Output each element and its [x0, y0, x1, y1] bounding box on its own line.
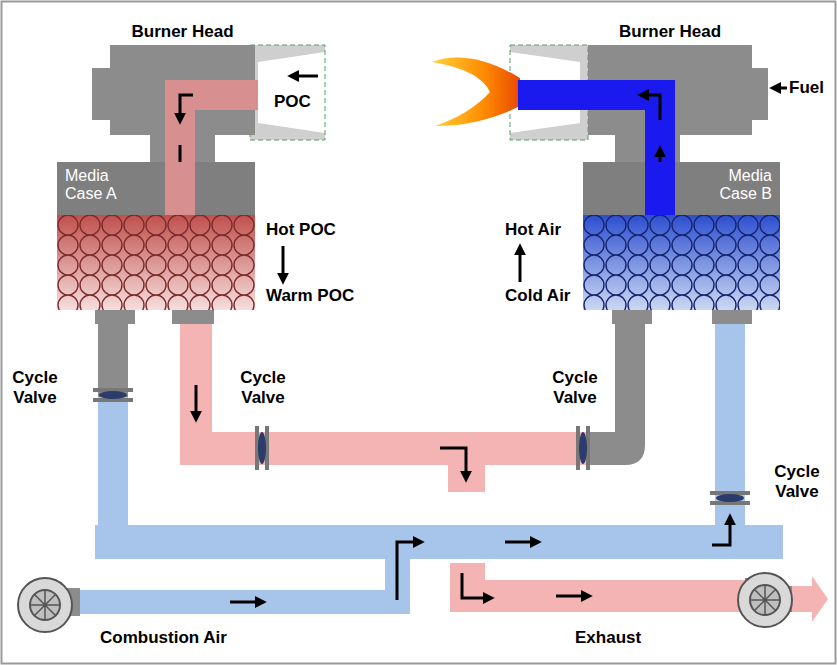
- fuel-label: Fuel: [789, 78, 824, 98]
- burner-head-a-part: [180, 95, 193, 120]
- burner-head-b: [432, 45, 787, 215]
- cycle-valve-symbol-part: [716, 494, 744, 502]
- temperature-label: Warm POC: [266, 286, 354, 306]
- temperature-label: Hot Air: [505, 220, 561, 240]
- burner-head-a-part: [250, 45, 325, 140]
- burner-head-a-part: [250, 45, 325, 140]
- media-case-a-part: [172, 310, 214, 324]
- flow-label: POC: [274, 92, 311, 112]
- piping-part: [180, 324, 588, 492]
- piping-part: [556, 595, 588, 598]
- blower-symbol: [18, 573, 792, 632]
- media-case-b-part: [645, 162, 675, 215]
- burner-head-a-part: [92, 68, 112, 120]
- piping-part: [95, 525, 783, 559]
- piping-part: [462, 573, 490, 598]
- media-case-label: Media Case A: [57, 162, 149, 209]
- burner-head-a-part: [292, 75, 318, 78]
- blower-symbol-part: [18, 578, 72, 632]
- cycle-valve-symbol-part: [258, 432, 266, 464]
- piping-part: [230, 601, 262, 604]
- piping-part: [440, 448, 466, 478]
- valve-label: Cycle Valve: [768, 462, 826, 501]
- valve-label: Cycle Valve: [6, 368, 64, 407]
- blower-symbol-part: [738, 573, 792, 627]
- media-case-a-part: [95, 310, 135, 324]
- blower-symbol-part: [750, 585, 780, 615]
- burner-head: Burner Head: [110, 45, 255, 135]
- cycle-valve-symbol: [93, 388, 750, 505]
- piping-part: [98, 324, 128, 399]
- burner-head: Burner Head: [588, 45, 752, 135]
- media-case-b-part: [583, 215, 780, 310]
- piping-part: [78, 590, 410, 614]
- media-case-a-part: [165, 162, 195, 215]
- blower-label: Combustion Air: [100, 628, 227, 648]
- media-case-a: [57, 162, 255, 324]
- blower-label: Exhaust: [575, 628, 641, 648]
- burner-head-label: Burner Head: [558, 22, 782, 42]
- flow-arrow-part: [519, 248, 522, 282]
- media-case: Media Case B: [583, 162, 780, 310]
- media-case-b-part: [583, 162, 780, 215]
- blower-symbol-part: [750, 585, 780, 615]
- burner-head-b-part: [750, 68, 768, 120]
- media-case-b-part: [712, 310, 752, 324]
- piping-part: [98, 397, 128, 537]
- piping: [78, 324, 828, 622]
- media-case-a-part: [57, 215, 255, 310]
- media-case-label: Media Case B: [688, 162, 780, 209]
- piping-part: [505, 541, 537, 544]
- valve-label: Cycle Valve: [234, 368, 292, 407]
- piping-part: [397, 542, 420, 600]
- cycle-valve-symbol-part: [99, 391, 127, 399]
- temperature-label: Cold Air: [505, 286, 570, 306]
- media-case-b-part: [583, 215, 780, 310]
- flow-arrow-part: [282, 246, 285, 280]
- burner-head-b-part: [774, 87, 787, 90]
- media-case-b-part: [612, 310, 652, 324]
- burner-head-label: Burner Head: [80, 22, 285, 42]
- piping-part: [195, 385, 198, 418]
- piping-part: [790, 576, 828, 622]
- blower-symbol-part: [30, 590, 60, 620]
- media-case-a-part: [57, 215, 255, 310]
- valve-label: Cycle Valve: [546, 368, 604, 407]
- flow-arrow: [283, 246, 520, 282]
- burner-head-b-part: [642, 95, 660, 120]
- media-case: Media Case A: [57, 162, 255, 310]
- temperature-label: Hot POC: [266, 220, 336, 240]
- piping-part: [712, 518, 730, 545]
- blower-symbol-part: [30, 590, 60, 620]
- piping-part: [450, 563, 745, 612]
- burner-head-a-part: [258, 52, 325, 133]
- burner-head-b-part: [432, 58, 520, 126]
- cycle-valve-symbol-part: [579, 432, 587, 464]
- media-case-a-part: [57, 162, 255, 215]
- media-case-b: [583, 162, 780, 324]
